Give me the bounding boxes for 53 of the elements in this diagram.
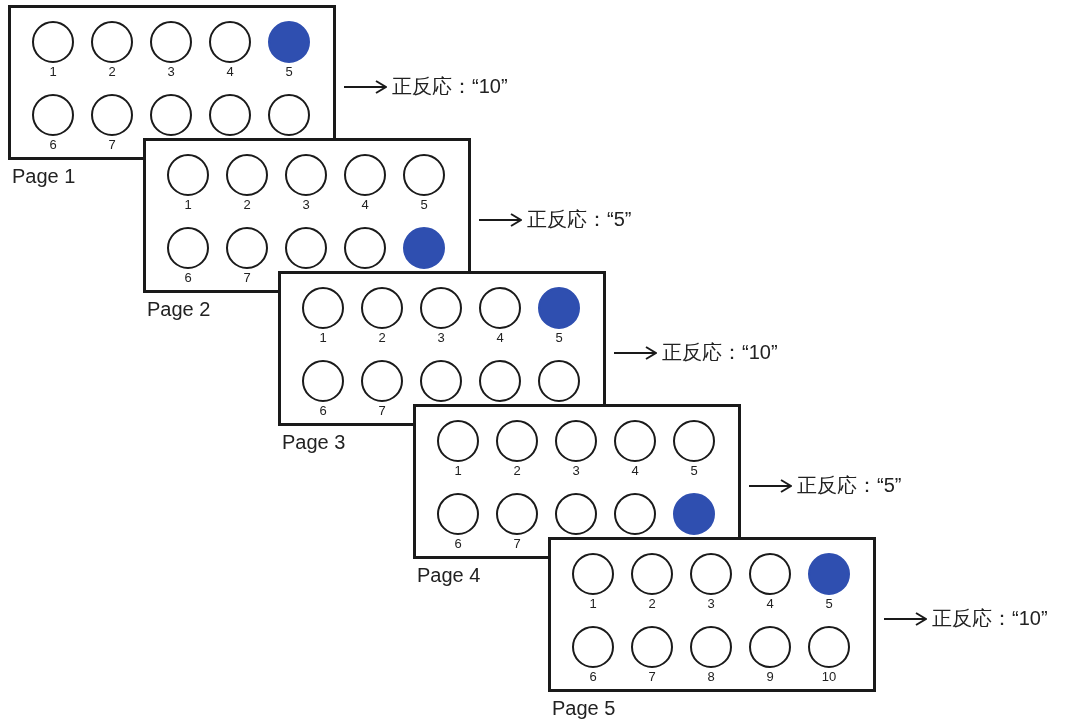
circle-number: 6 — [48, 137, 58, 152]
circle-number: 2 — [647, 596, 657, 611]
circle-number: 1 — [588, 596, 598, 611]
circle-number: 6 — [453, 536, 463, 551]
circle-number: 7 — [377, 403, 387, 418]
circle-number: 5 — [689, 463, 699, 478]
result-text: 正反応：“5” — [797, 473, 902, 497]
circle-number: 4 — [495, 330, 505, 345]
circle-number: 7 — [647, 669, 657, 684]
circle-number: 2 — [512, 463, 522, 478]
circle-number: 5 — [419, 197, 429, 212]
circle-number: 8 — [706, 669, 716, 684]
circle-number: 7 — [242, 270, 252, 285]
circle-number: 6 — [183, 270, 193, 285]
circle-number: 2 — [242, 197, 252, 212]
result-text: 正反応：“5” — [527, 207, 632, 231]
circle-number: 6 — [588, 669, 598, 684]
circle-number: 4 — [225, 64, 235, 79]
arrow — [883, 612, 927, 626]
arrow — [343, 80, 387, 94]
page-label: Page 2 — [147, 298, 211, 320]
page-label: Page 4 — [417, 564, 481, 586]
circle-number: 4 — [630, 463, 640, 478]
circle-number: 7 — [107, 137, 117, 152]
arrow — [613, 346, 657, 360]
circle-number: 4 — [360, 197, 370, 212]
circle-number: 3 — [436, 330, 446, 345]
circle-number: 6 — [318, 403, 328, 418]
circle-number: 2 — [107, 64, 117, 79]
arrow — [748, 479, 792, 493]
circle-number: 10 — [820, 669, 838, 684]
circle-number: 9 — [765, 669, 775, 684]
circle-number: 3 — [706, 596, 716, 611]
circle-number: 1 — [48, 64, 58, 79]
circle-number: 2 — [377, 330, 387, 345]
result-text: 正反応：“10” — [932, 606, 1048, 630]
circle-number: 1 — [453, 463, 463, 478]
page-label: Page 5 — [552, 697, 616, 719]
circle-number: 1 — [318, 330, 328, 345]
circle-number: 3 — [166, 64, 176, 79]
circle-number: 1 — [183, 197, 193, 212]
arrow — [478, 213, 522, 227]
circle-number: 5 — [824, 596, 834, 611]
circle-number: 3 — [571, 463, 581, 478]
page-label: Page 1 — [12, 165, 76, 187]
circle-number: 4 — [765, 596, 775, 611]
result-text: 正反応：“10” — [392, 74, 508, 98]
circle-number: 3 — [301, 197, 311, 212]
circle-number: 5 — [284, 64, 294, 79]
circle-number: 7 — [512, 536, 522, 551]
circle-number: 5 — [554, 330, 564, 345]
page-label: Page 3 — [282, 431, 346, 453]
result-text: 正反応：“10” — [662, 340, 778, 364]
